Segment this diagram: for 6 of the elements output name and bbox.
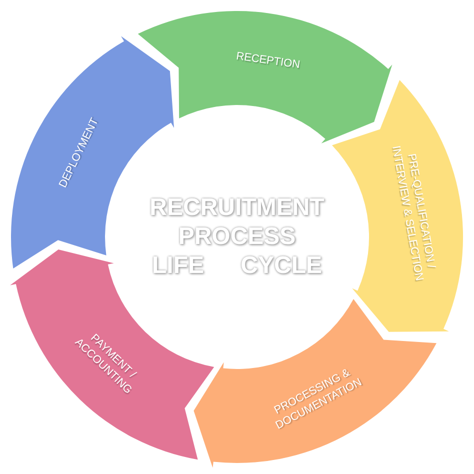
arrow-segment: [194, 299, 436, 468]
arrow-segment: [332, 80, 463, 332]
arrow-segment: [138, 11, 392, 144]
center-title: RECRUITMENT PROCESS LIFE CYCLE: [148, 193, 327, 280]
arrow-segment: [10, 250, 214, 460]
step-label: RECEPTION: [235, 49, 301, 72]
